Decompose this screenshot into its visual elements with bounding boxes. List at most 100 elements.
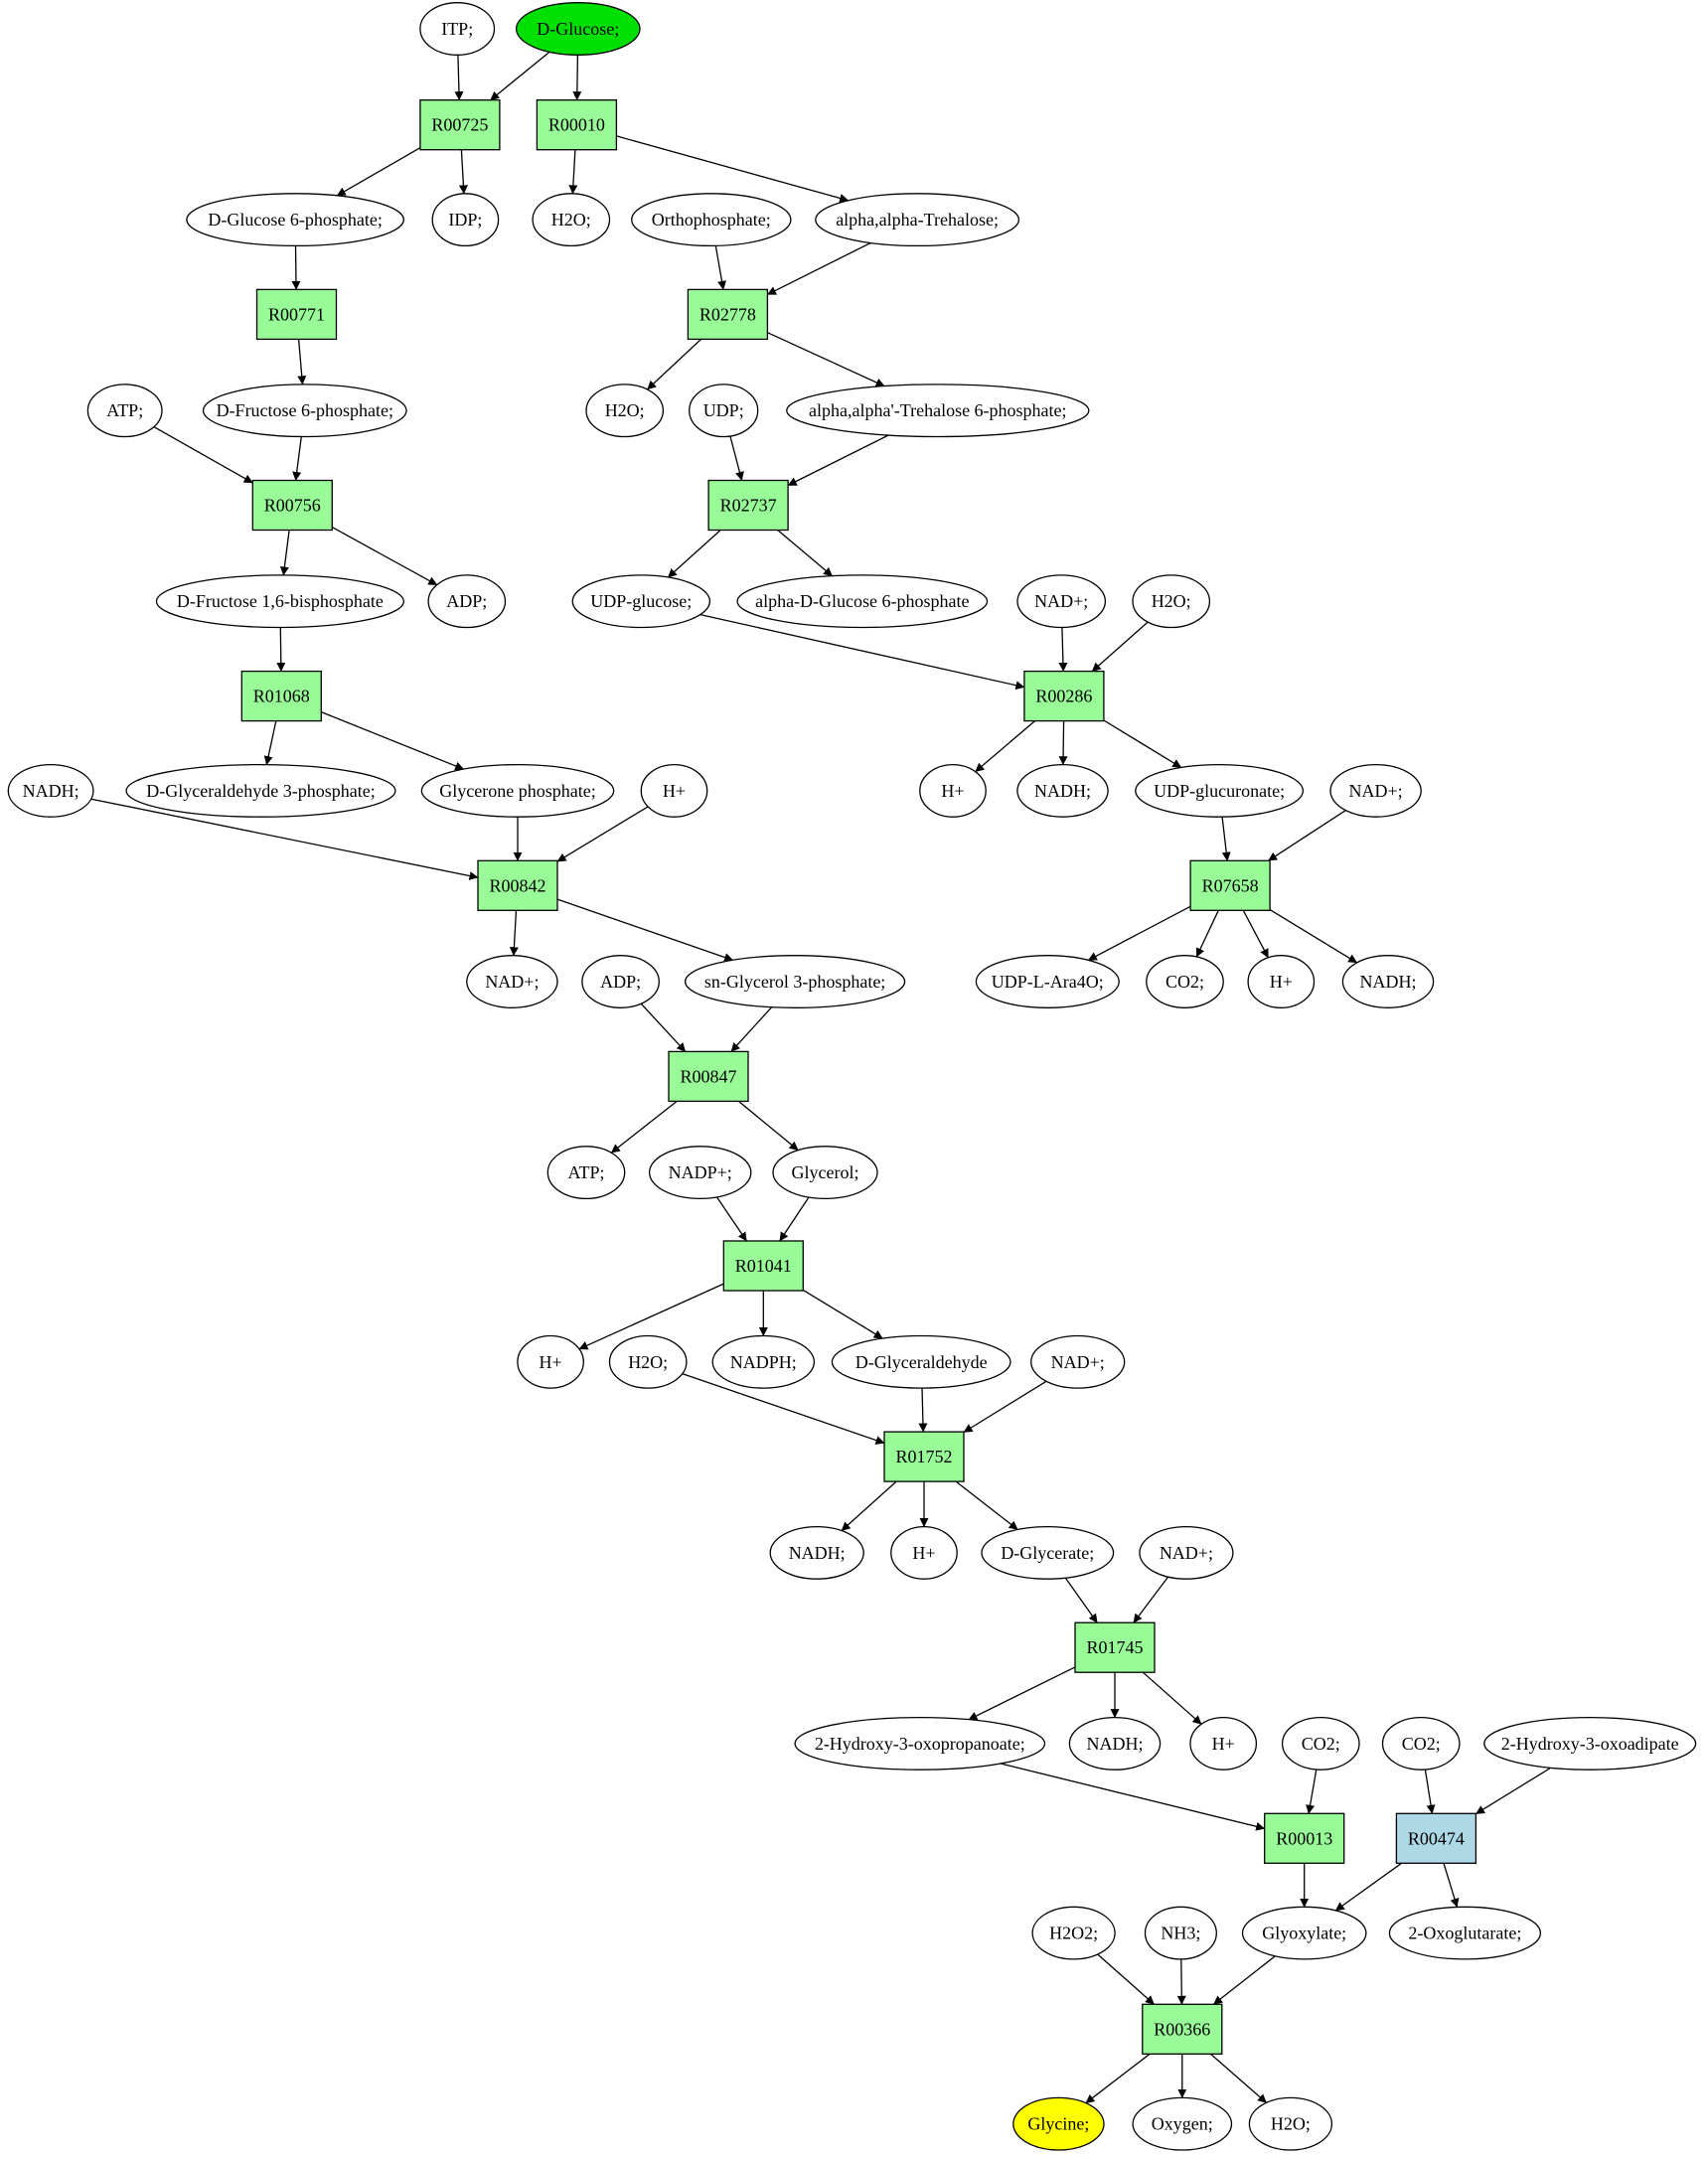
compound-label: H2O; xyxy=(628,1352,668,1372)
reaction-box xyxy=(1074,1621,1156,1673)
compound-node-h-4: H+ xyxy=(517,1334,584,1389)
compound-node-nadph: NADPH; xyxy=(711,1334,816,1389)
compound-ellipse xyxy=(1341,955,1435,1008)
compound-label: H2O; xyxy=(551,210,591,230)
compound-node-udp: UDP; xyxy=(689,384,759,438)
edge-c-hoa-to-r-r00474 xyxy=(1475,1767,1551,1815)
edge-r-r01068-to-c-dhap xyxy=(321,710,465,771)
edge-c-dglucose-to-r-r00725 xyxy=(490,51,550,101)
compound-label: UDP-glucose; xyxy=(590,591,692,611)
reaction-node-r01752: R01752 xyxy=(883,1431,965,1482)
edge-c-ortho-to-r-r02778 xyxy=(714,245,726,290)
compound-ellipse xyxy=(546,1146,626,1200)
compound-node-ortho: Orthophosphate; xyxy=(631,193,792,247)
compound-node-co2-2: CO2; xyxy=(1281,1716,1360,1771)
compound-label: NADH; xyxy=(1087,1734,1144,1754)
reaction-box xyxy=(1023,670,1105,722)
compound-label: 2-Oxoglutarate; xyxy=(1408,1924,1521,1943)
compound-ellipse xyxy=(736,574,989,629)
compound-ellipse xyxy=(466,955,558,1008)
reaction-node-r00474: R00474 xyxy=(1395,1812,1477,1864)
compound-label: ADP; xyxy=(600,972,641,992)
reaction-label: R00474 xyxy=(1408,1828,1465,1848)
compound-node-g3p: sn-Glycerol 3-phosphate; xyxy=(684,955,906,1008)
compound-node-adp-2: ADP; xyxy=(581,955,660,1008)
reaction-node-r02778: R02778 xyxy=(687,288,769,341)
compound-ellipse xyxy=(1388,1906,1542,1960)
reaction-label: R01752 xyxy=(895,1447,952,1466)
compound-label: UDP-glucuronate; xyxy=(1154,781,1285,801)
compound-ellipse xyxy=(981,1525,1115,1580)
reaction-node-r00366: R00366 xyxy=(1142,2003,1223,2055)
compound-ellipse xyxy=(1189,1716,1258,1771)
compound-label: CO2; xyxy=(1165,972,1204,992)
compound-ellipse xyxy=(427,574,507,629)
edge-r-r00847-to-c-atp-2 xyxy=(610,1100,678,1154)
compound-label: NADP+; xyxy=(669,1162,732,1182)
compound-label: Glycerol; xyxy=(792,1162,859,1182)
compound-label: H2O2; xyxy=(1049,1924,1098,1943)
compound-label: H2O; xyxy=(1271,2114,1311,2134)
edge-r-r00366-to-c-h2o-5 xyxy=(1209,2053,1268,2103)
compound-ellipse xyxy=(1016,763,1109,818)
compound-node-nh3: NH3; xyxy=(1144,1906,1217,1960)
reaction-node-r00010: R00010 xyxy=(536,99,618,151)
edge-r-r01752-to-c-dglycerate xyxy=(955,1480,1018,1531)
compound-node-udpara: UDP-L-Ara4O; xyxy=(975,955,1120,1008)
edge-r-r00474-to-c-oxoglut xyxy=(1443,1863,1460,1908)
compound-ellipse xyxy=(86,384,163,438)
compound-label: UDP-L-Ara4O; xyxy=(992,972,1104,992)
reaction-node-r00842: R00842 xyxy=(477,859,558,911)
compound-ellipse xyxy=(631,193,792,247)
reaction-box xyxy=(687,288,769,341)
compound-ellipse xyxy=(515,2,641,56)
edge-c-udpglc-to-r-r00286 xyxy=(699,613,1025,691)
reaction-label: R02778 xyxy=(699,304,756,324)
compound-label: IDP; xyxy=(448,210,482,230)
compound-node-h2o2: H2O2; xyxy=(1031,1906,1116,1960)
edge-c-udp-to-r-r02737 xyxy=(729,435,744,481)
compound-label: D-Glucose; xyxy=(537,19,619,39)
edge-c-t6p-to-r-r02737 xyxy=(787,434,889,487)
reaction-label: R00756 xyxy=(264,496,321,516)
compound-node-nad-5: NAD+; xyxy=(1139,1525,1234,1580)
reaction-box xyxy=(1264,1812,1345,1864)
compound-label: NAD+; xyxy=(1034,591,1088,611)
edge-c-glycerol-to-r-r01041 xyxy=(779,1196,810,1242)
compound-node-atp-2: ATP; xyxy=(546,1146,626,1200)
compound-label: D-Fructose 6-phosphate; xyxy=(217,400,393,420)
compound-node-h-3: H+ xyxy=(1247,955,1316,1008)
compound-label: sn-Glycerol 3-phosphate; xyxy=(704,972,885,992)
reaction-label: R00771 xyxy=(268,304,325,324)
compound-label: ATP; xyxy=(106,400,143,420)
edge-c-h2o-3-to-r-r00286 xyxy=(1091,621,1149,673)
compound-node-adg6p: alpha-D-Glucose 6-phosphate xyxy=(736,574,989,629)
compound-label: Glycine; xyxy=(1027,2114,1089,2134)
compound-label: H+ xyxy=(912,1543,935,1563)
edge-c-nad-4-to-r-r01752 xyxy=(963,1380,1047,1434)
reaction-node-r00013: R00013 xyxy=(1264,1812,1345,1864)
edge-r-r00474-to-c-glyoxylate xyxy=(1334,1862,1402,1912)
edge-r-r00010-to-c-h2o-1 xyxy=(568,149,578,195)
edge-r-r00725-to-c-g6p xyxy=(336,147,421,197)
compound-label: D-Glucose 6-phosphate; xyxy=(208,210,382,230)
edge-r-r07658-to-c-udpara xyxy=(1087,905,1191,961)
compound-node-nad-4: NAD+; xyxy=(1030,1334,1126,1389)
reaction-box xyxy=(419,99,501,151)
compound-label: NADH; xyxy=(1360,972,1417,992)
edge-r-r01745-to-c-h-6 xyxy=(1142,1671,1202,1725)
edge-c-co2-3-to-r-r00474 xyxy=(1424,1769,1436,1814)
compound-ellipse xyxy=(1241,1906,1367,1960)
compound-label: NADH; xyxy=(23,781,79,801)
reaction-label: R07658 xyxy=(1202,875,1259,895)
compound-ellipse xyxy=(1012,2096,1105,2151)
compound-node-co2-1: CO2; xyxy=(1146,955,1224,1008)
edge-r-r07658-to-c-h-3 xyxy=(1242,909,1269,959)
edge-r-r01041-to-c-h-4 xyxy=(578,1283,724,1350)
compound-label: ADP; xyxy=(446,591,487,611)
edge-r-r00366-to-c-glycine xyxy=(1085,2053,1151,2104)
compound-node-h2o-3: H2O; xyxy=(1132,574,1211,629)
reaction-node-r00771: R00771 xyxy=(255,288,338,341)
edge-c-hop-to-r-r00013 xyxy=(1000,1763,1266,1831)
compound-ellipse xyxy=(1248,2096,1333,2151)
